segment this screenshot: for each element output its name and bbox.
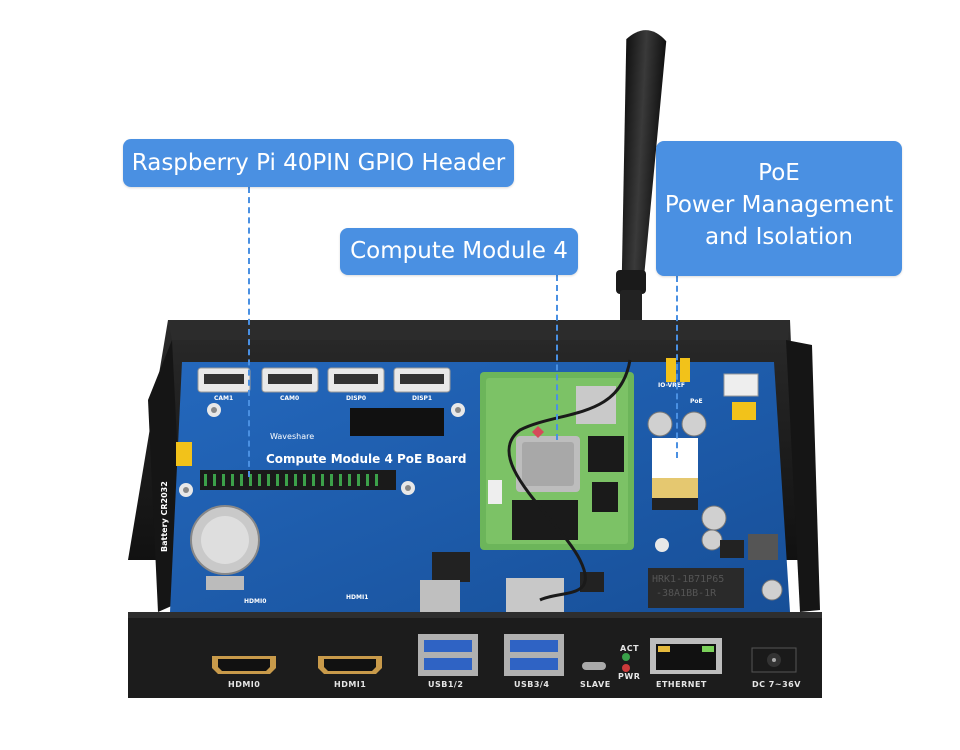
port-label-pwr: PWR	[618, 672, 641, 681]
transformer-marking-2: -38A1BB-1R	[656, 588, 717, 599]
label-cam0: CAM0	[280, 395, 300, 402]
battery-label: Battery CR2032	[160, 481, 169, 552]
cm4-leader-line	[556, 275, 558, 440]
port-label-ethernet: ETHERNET	[656, 680, 707, 689]
callout-compute-module: Compute Module 4	[340, 228, 578, 275]
port-label-hdmi1: HDMI1	[334, 680, 367, 689]
label-poe: PoE	[690, 398, 703, 405]
compute-module-4-board	[480, 372, 634, 550]
label-disp0: DISP0	[346, 395, 367, 402]
label-io-vref: IO-VREF	[658, 382, 685, 389]
board-title: Compute Module 4 PoE Board	[266, 452, 467, 466]
poe-leader-line	[676, 276, 678, 458]
port-label-slave: SLAVE	[580, 680, 611, 689]
callout-poe-line1: PoE	[758, 160, 800, 186]
callout-poe: PoE Power Management and Isolation	[656, 141, 902, 276]
transformer-marking-1: HRK1-1B71P65	[652, 574, 725, 585]
label-hdmi0-board: HDMI0	[244, 598, 267, 605]
front-panel	[128, 612, 822, 698]
port-label-usb34: USB3/4	[514, 680, 550, 689]
label-hdmi1-board: HDMI1	[346, 594, 369, 601]
gpio-leader-line	[248, 187, 250, 477]
label-cam1: CAM1	[214, 395, 234, 402]
poe-module-area	[647, 358, 783, 608]
callout-gpio-text: Raspberry Pi 40PIN GPIO Header	[131, 150, 506, 176]
callout-cm4-text: Compute Module 4	[350, 238, 568, 264]
brand-logo: Waveshare	[270, 432, 315, 441]
callout-poe-line3: and Isolation	[705, 224, 853, 250]
port-label-hdmi0: HDMI0	[228, 680, 261, 689]
callout-gpio-header: Raspberry Pi 40PIN GPIO Header	[123, 139, 514, 187]
label-disp1: DISP1	[412, 395, 433, 402]
port-label-dc: DC 7~36V	[752, 680, 801, 689]
port-label-usb12: USB1/2	[428, 680, 464, 689]
port-label-act: ACT	[620, 644, 640, 653]
callout-poe-line2: Power Management	[664, 192, 894, 218]
